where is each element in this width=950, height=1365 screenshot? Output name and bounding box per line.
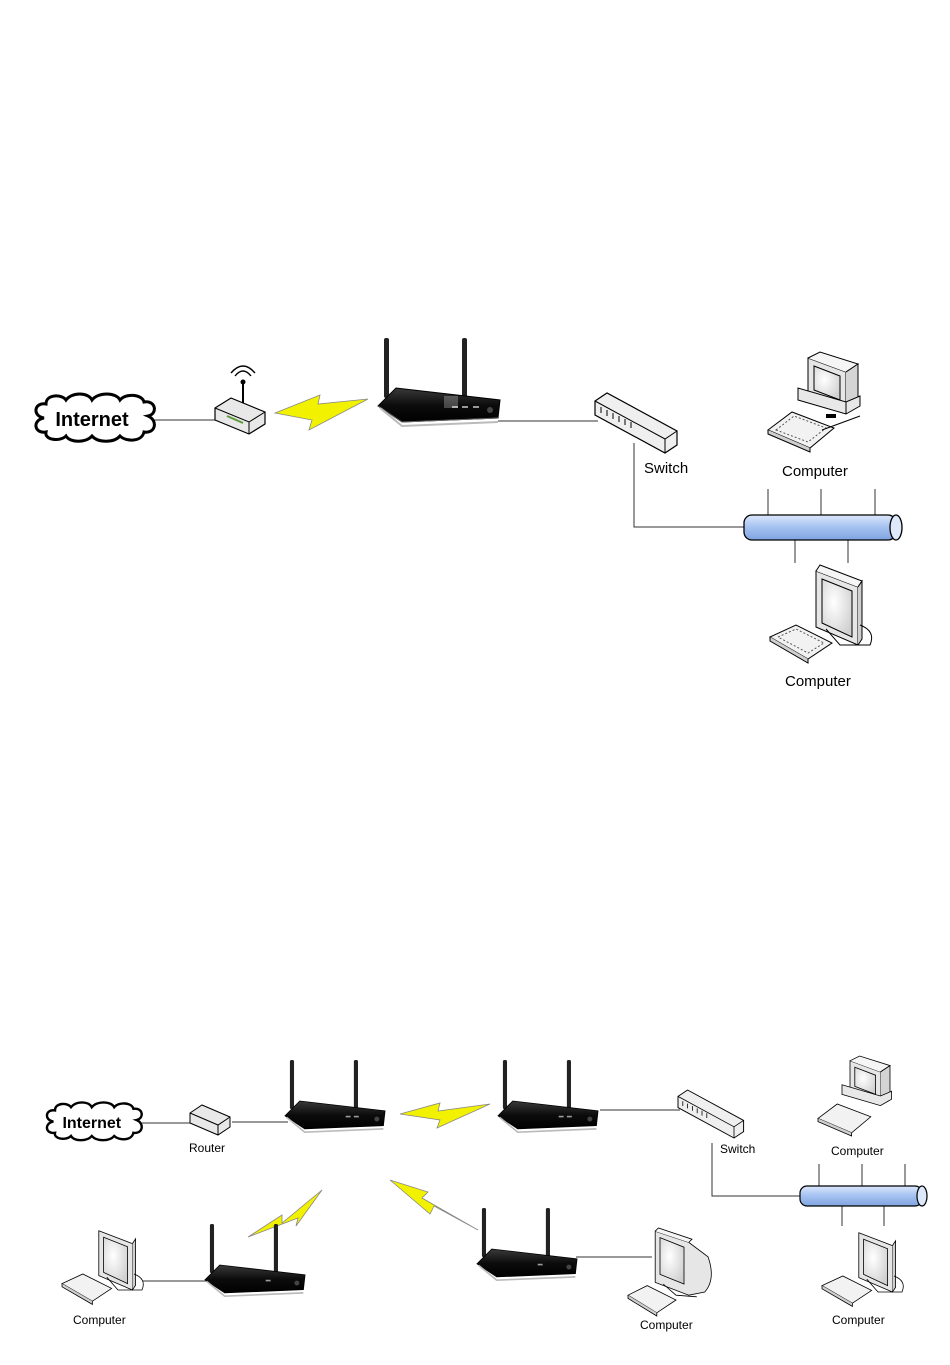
computer-right-bottom-label: Computer (832, 1313, 885, 1327)
computer-top-label: Computer (782, 463, 848, 480)
computer-tower-icon (818, 1056, 892, 1136)
switch-label: Switch (720, 1142, 755, 1156)
network-bus (744, 489, 902, 563)
computer-right-top-label: Computer (831, 1144, 884, 1158)
computer-monitor-icon (770, 565, 872, 663)
access-point-icon (378, 338, 500, 426)
wireless-link-icon (275, 395, 368, 430)
access-point-3-icon (205, 1224, 305, 1296)
computer-bottom-label: Computer (785, 673, 851, 690)
internet-label: Internet (55, 409, 129, 431)
internet-cloud: Internet (47, 1102, 142, 1140)
computer-monitor-icon (822, 1233, 903, 1307)
wireless-router-icon (215, 366, 265, 434)
computer-monitor-icon (62, 1231, 143, 1305)
router-label: Router (189, 1141, 225, 1155)
network-bus (800, 1164, 927, 1226)
wireless-link-icon (390, 1180, 478, 1230)
switch-label: Switch (644, 460, 688, 477)
access-point-4-icon (477, 1208, 577, 1280)
computer-tower-icon (768, 352, 860, 452)
internet-cloud: Internet (36, 394, 154, 441)
network-diagram-1: Internet Switc (0, 0, 950, 740)
wireless-link-icon (248, 1190, 322, 1237)
computer-left-label: Computer (73, 1313, 126, 1327)
access-point-2-icon (498, 1060, 598, 1132)
network-diagram-2: Internet Router (0, 1040, 950, 1360)
switch-icon (678, 1090, 744, 1138)
computer-crt-icon (628, 1228, 711, 1316)
computer-middle-label: Computer (640, 1318, 693, 1332)
link-switch-bus (634, 443, 745, 527)
switch-icon (595, 393, 677, 453)
internet-label: Internet (62, 1115, 121, 1132)
router-icon (190, 1105, 230, 1135)
wireless-link-icon (400, 1103, 490, 1128)
access-point-1-icon (285, 1060, 385, 1132)
